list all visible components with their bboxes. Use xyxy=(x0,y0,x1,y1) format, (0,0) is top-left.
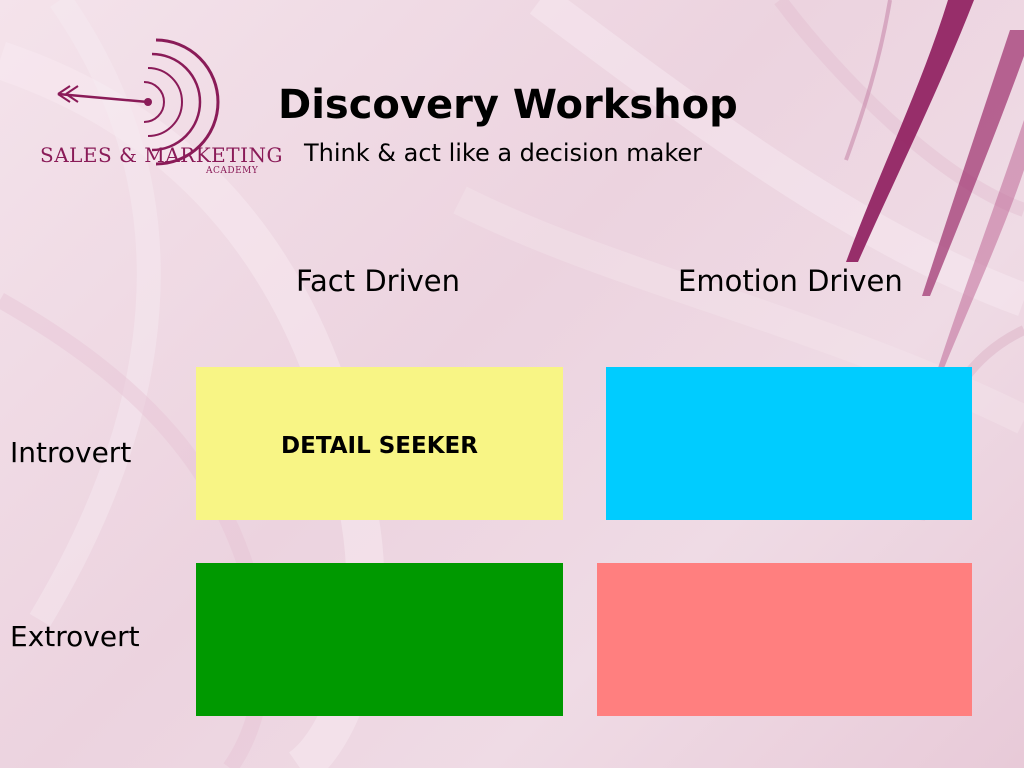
quadrant-extrovert-fact xyxy=(196,563,563,716)
quadrant-extrovert-emotion xyxy=(597,563,972,716)
academy-logo-graphic xyxy=(57,38,220,166)
academy-logo-name: SALES & MARKETING xyxy=(40,143,283,167)
slide-subtitle: Think & act like a decision maker xyxy=(304,139,702,167)
quadrant-introvert-fact: DETAIL SEEKER xyxy=(196,367,563,520)
quadrant-label-detail-seeker: DETAIL SEEKER xyxy=(281,433,478,459)
column-header-fact-driven: Fact Driven xyxy=(296,264,461,298)
academy-logo-subtext: ACADEMY xyxy=(206,166,259,176)
row-header-extrovert: Extrovert xyxy=(10,620,140,653)
row-header-introvert: Introvert xyxy=(10,436,132,469)
column-header-emotion-driven: Emotion Driven xyxy=(678,264,903,298)
quadrant-introvert-emotion xyxy=(606,367,972,520)
slide-title: Discovery Workshop xyxy=(278,82,738,128)
